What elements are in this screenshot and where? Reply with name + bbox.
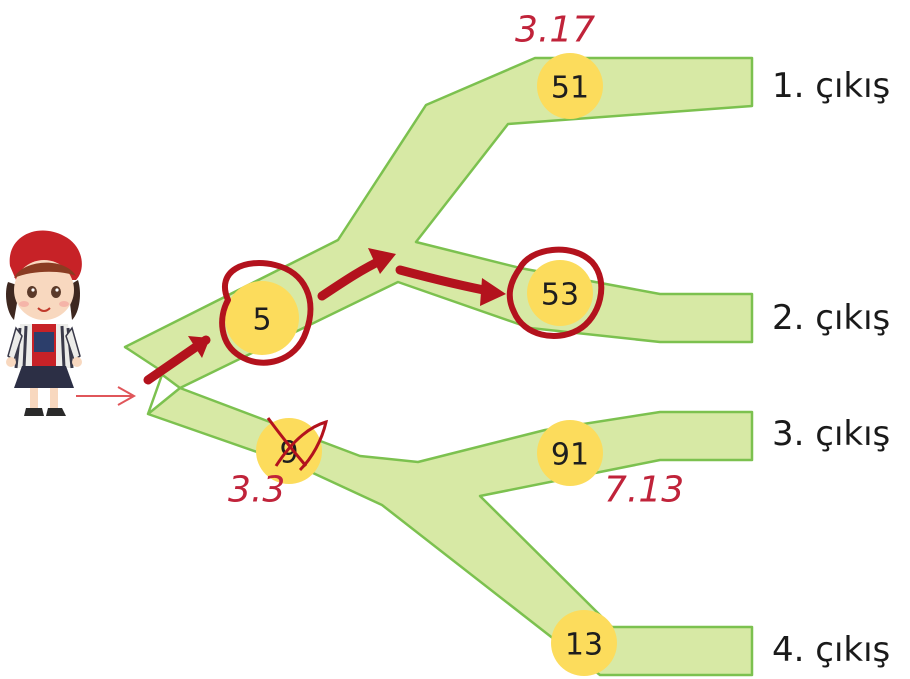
node-exit4-label: 13 [565, 628, 603, 663]
arrow-up-head-icon [368, 248, 396, 274]
girl-character-icon [6, 230, 82, 416]
maze-path [123, 56, 754, 677]
arrow-entry-head-icon [188, 336, 210, 358]
exit-label-2: 2. çıkış [772, 298, 890, 338]
circle-around-exit2 [506, 246, 605, 339]
exit-label-4: 4. çıkış [772, 630, 890, 670]
arrow-right-head-icon [480, 278, 506, 306]
circle-around-first [219, 260, 314, 366]
node-exit2: 53 [527, 260, 593, 326]
node-exit2-label: 53 [541, 278, 579, 313]
node-exit3: 91 [537, 420, 603, 486]
exit-label-3: 3. çıkış [772, 414, 890, 454]
handwritten-top: 3.17 [515, 10, 595, 51]
arrow-right-icon [76, 386, 137, 406]
node-first-label: 5 [252, 303, 271, 338]
node-exit3-label: 91 [551, 438, 589, 473]
node-exit1-label: 51 [551, 71, 589, 106]
node-exit4: 13 [551, 610, 617, 676]
annotation-layer: 3.17 3.3 7.13 [143, 10, 684, 511]
node-first: 5 [225, 281, 299, 355]
exit-label-1: 1. çıkış [772, 66, 890, 106]
handwritten-right: 7.13 [604, 470, 684, 511]
handwritten-lower: 3.3 [228, 470, 285, 511]
cross-out-flag [274, 419, 329, 472]
node-exit1: 51 [537, 53, 603, 119]
